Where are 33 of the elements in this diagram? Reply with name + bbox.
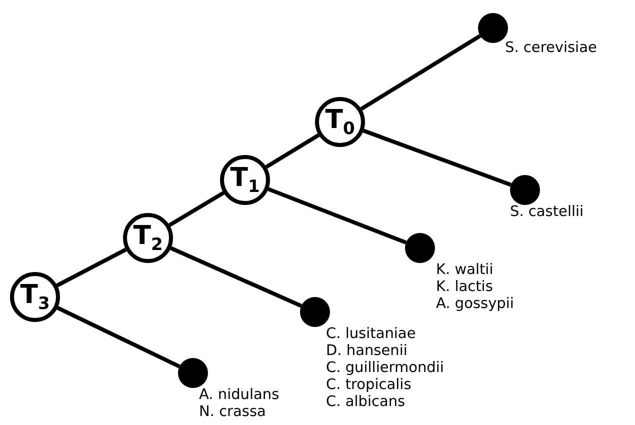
species-name: K. waltii xyxy=(436,262,494,279)
species-name: C. guilliermondii xyxy=(326,360,444,377)
species-name: C. lusitaniae xyxy=(326,326,417,343)
leaf-dot xyxy=(510,175,540,205)
node-label: T$_{3}$ xyxy=(20,282,50,312)
node-label: T$_{2}$ xyxy=(133,222,163,254)
tree-branch xyxy=(268,187,407,244)
tree-node-circle xyxy=(10,272,60,322)
tree-node-circle xyxy=(315,97,365,147)
species-name: S. castellii xyxy=(510,204,584,221)
tree-branch xyxy=(265,133,320,169)
species-name: K. lactis xyxy=(436,279,494,296)
species-name: C. albicans xyxy=(326,394,406,411)
tree-node-circle xyxy=(220,155,270,205)
species-name: A. nidulans xyxy=(199,387,280,404)
tree-branch xyxy=(168,191,225,227)
leaf-dot xyxy=(178,358,208,388)
species-name: A. gossypii xyxy=(436,296,514,313)
tree-branch xyxy=(362,128,512,187)
tree-branch xyxy=(56,248,127,288)
node-label: T$_{0}$ xyxy=(325,106,355,138)
leaf-dot xyxy=(478,13,508,43)
node-label: T$_{1}$ xyxy=(230,164,260,196)
leaf-dot xyxy=(405,233,435,263)
species-name: C. tropicalis xyxy=(326,377,412,394)
tree-branch xyxy=(170,246,302,308)
species-name: D. hansenii xyxy=(326,343,408,360)
tree-node-circle xyxy=(123,213,173,263)
species-name: S. cerevisiae xyxy=(505,40,597,57)
tree-branch xyxy=(360,34,482,111)
leaf-dot xyxy=(300,297,330,327)
tree-branch xyxy=(56,306,180,368)
species-name: N. crassa xyxy=(199,404,267,421)
